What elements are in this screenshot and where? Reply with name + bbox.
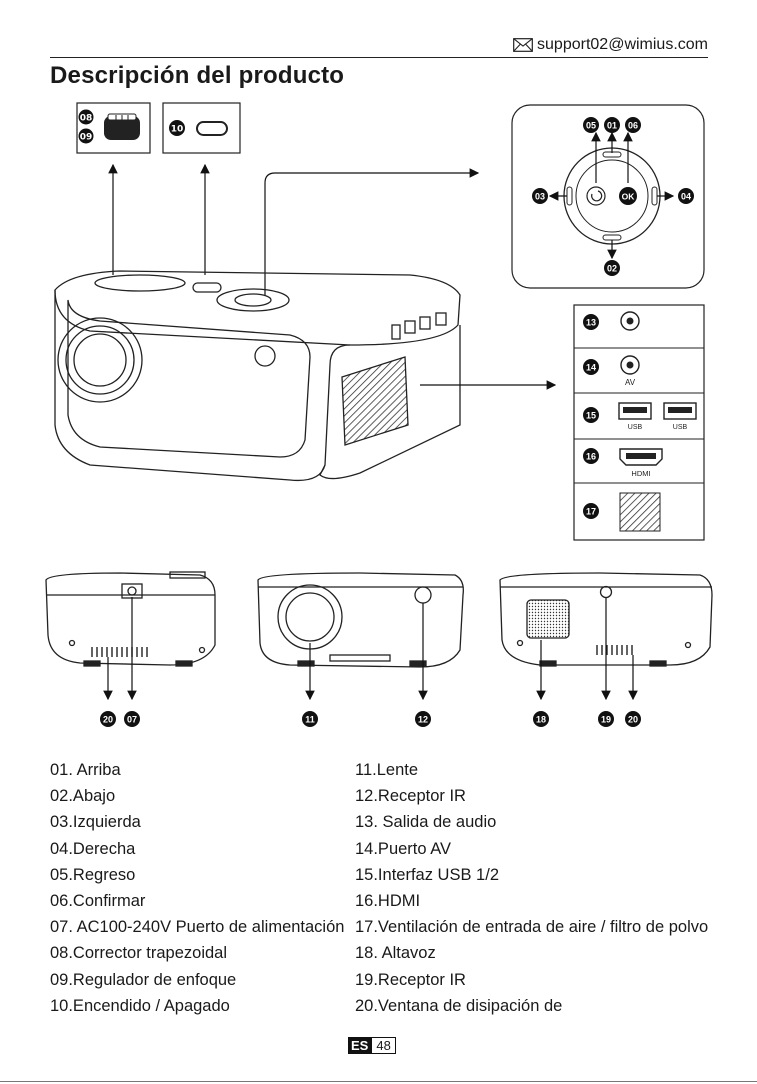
badge-13: 13 [583, 314, 599, 330]
badge-11: 11 [302, 711, 318, 727]
badge-18-text: 18 [536, 715, 546, 725]
ports-panel: AV USB USB HDMI [573, 304, 705, 541]
dpad-inset: OK [511, 104, 705, 289]
badge-19-text: 19 [601, 715, 611, 725]
page-marker: ES 48 [348, 1037, 396, 1054]
legend-item: 08.Corrector trapezoidal [50, 944, 228, 963]
badge-09-text: 09 [80, 133, 93, 143]
badge-10: 10 [169, 120, 185, 136]
projector-illustration [54, 270, 461, 482]
email-text: support02@wimius.com [537, 36, 708, 53]
header-rule [50, 57, 708, 58]
badge-02-text: 02 [607, 264, 617, 274]
badge-09: 09 [78, 128, 94, 144]
legend-left: 01. Arriba 02.Abajo 03.Izquierda 04.Dere… [50, 757, 344, 1019]
badge-05: 05 [583, 117, 599, 133]
badge-03-text: 03 [535, 192, 545, 202]
badge-04-text: 04 [681, 192, 691, 202]
badge-17: 17 [583, 503, 599, 519]
legend-item: 04.Derecha [50, 839, 136, 858]
footer-rule [0, 1081, 757, 1082]
badge-11-text: 11 [305, 715, 315, 725]
badge-04: 04 [678, 188, 694, 204]
legend-item: 16.HDMI [355, 892, 421, 911]
badge-15: 15 [583, 407, 599, 423]
badge-01-text: 01 [607, 121, 617, 131]
badge-20b-text: 20 [628, 715, 638, 725]
legend-item: 13. Salida de audio [355, 813, 497, 832]
badge-17-text: 17 [586, 507, 596, 517]
badge-03: 03 [532, 188, 548, 204]
side-view-right [499, 572, 713, 667]
legend-item: 05.Regreso [50, 865, 136, 884]
badge-07-text: 07 [127, 715, 137, 725]
legend-item: 03.Izquierda [50, 813, 141, 832]
badge-20b: 20 [625, 711, 641, 727]
legend-right: 11.Lente 12.Receptor IR 13. Salida de au… [355, 757, 708, 1019]
badge-06-text: 06 [628, 121, 638, 131]
badge-05-text: 05 [586, 121, 596, 131]
badge-13-text: 13 [586, 318, 596, 328]
envelope-icon [513, 38, 533, 52]
badge-10-text: 10 [171, 125, 184, 135]
badge-14: 14 [583, 359, 599, 375]
badge-16-text: 16 [586, 452, 596, 462]
legend-item: 15.Interfaz USB 1/2 [355, 865, 499, 884]
product-diagram: 08 09 10 OK 05 01 06 03 04 [45, 102, 713, 727]
dpad-ok-text: OK [622, 192, 636, 202]
badge-01: 01 [604, 117, 620, 133]
legend-item: 10.Encendido / Apagado [50, 996, 230, 1015]
language-badge: ES [348, 1037, 372, 1054]
keystone-focus-inset [76, 102, 151, 154]
usb2-label: USB [673, 424, 688, 431]
front-view [257, 572, 464, 668]
badge-15-text: 15 [586, 411, 596, 421]
badge-14-text: 14 [586, 363, 596, 373]
badge-12: 12 [415, 711, 431, 727]
usb1-label: USB [628, 424, 643, 431]
legend-item: 19.Receptor IR [355, 970, 466, 989]
legend-item: 02.Abajo [50, 787, 116, 806]
legend-item: 11.Lente [355, 761, 419, 779]
legend-item: 17.Ventilación de entrada de aire / filt… [355, 918, 709, 937]
page-title: Descripción del producto [50, 62, 345, 89]
badge-07: 07 [124, 711, 140, 727]
legend-item: 12.Receptor IR [355, 787, 466, 806]
legend-item: 01. Arriba [50, 761, 121, 779]
badge-20a: 20 [100, 711, 116, 727]
badge-02: 02 [604, 260, 620, 276]
legend-item: 07. AC100-240V Puerto de alimentación [50, 918, 345, 937]
badge-20a-text: 20 [103, 715, 113, 725]
badge-18: 18 [533, 711, 549, 727]
support-email: support02@wimius.com [513, 36, 708, 54]
legend-item: 14.Puerto AV [355, 839, 452, 858]
av-label: AV [625, 378, 636, 387]
legend-item: 18. Altavoz [355, 944, 436, 963]
badge-19: 19 [598, 711, 614, 727]
power-inset [162, 102, 241, 154]
badge-08: 08 [78, 109, 94, 125]
hdmi-label: HDMI [631, 469, 650, 478]
badge-08-text: 08 [80, 114, 93, 124]
badge-06: 06 [625, 117, 641, 133]
page-number: 48 [371, 1037, 396, 1054]
badge-12-text: 12 [418, 715, 428, 725]
legend-item: 09.Regulador de enfoque [50, 970, 237, 989]
side-view-left [45, 571, 216, 667]
legend-item: 06.Confirmar [50, 892, 146, 911]
legend-item: 20.Ventana de disipación de [355, 996, 563, 1015]
badge-16: 16 [583, 448, 599, 464]
